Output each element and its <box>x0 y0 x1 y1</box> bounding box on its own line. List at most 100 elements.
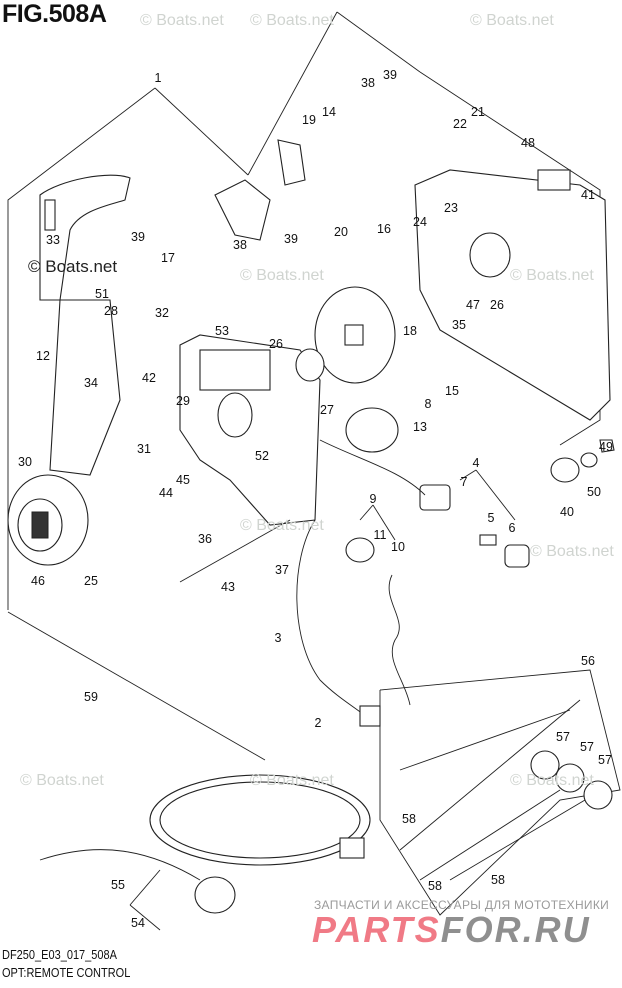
callout-5: 5 <box>488 511 495 525</box>
callout-29: 29 <box>176 394 190 408</box>
part-hub-cover <box>7 474 89 566</box>
callout-36: 36 <box>198 532 212 546</box>
callout-57: 57 <box>556 730 570 744</box>
callout-39: 39 <box>131 230 145 244</box>
callout-47: 47 <box>466 298 480 312</box>
callout-6: 6 <box>509 521 516 535</box>
callout-24: 24 <box>413 215 427 229</box>
part-cam-plate <box>295 286 396 384</box>
callout-12: 12 <box>36 349 50 363</box>
callout-10: 10 <box>391 540 405 554</box>
part-control-housing <box>179 334 321 526</box>
partsfor-logo[interactable]: PARTSFOR.RU <box>312 912 591 948</box>
callout-3: 3 <box>275 631 282 645</box>
callout-26: 26 <box>490 298 504 312</box>
callout-17: 17 <box>161 251 175 265</box>
callout-22: 22 <box>453 117 467 131</box>
callout-39: 39 <box>383 68 397 82</box>
part-bracket-top <box>214 139 306 241</box>
callout-38: 38 <box>233 238 247 252</box>
callout-28: 28 <box>104 304 118 318</box>
watermark: © Boats.net <box>250 772 334 789</box>
callout-33: 33 <box>46 233 60 247</box>
callout-31: 31 <box>137 442 151 456</box>
callout-57: 57 <box>598 753 612 767</box>
callout-41: 41 <box>581 188 595 202</box>
watermark: © Boats.net <box>510 267 594 284</box>
callout-53: 53 <box>215 324 229 338</box>
watermark: © Boats.net <box>250 12 334 29</box>
logo-part1: PARTS <box>312 909 441 950</box>
callout-44: 44 <box>159 486 173 500</box>
callout-58: 58 <box>491 873 505 887</box>
callout-23: 23 <box>444 201 458 215</box>
figure-code: DF250_E03_017_508A <box>2 948 117 962</box>
callout-54: 54 <box>131 916 145 930</box>
part-washers <box>550 439 615 483</box>
callout-15: 15 <box>445 384 459 398</box>
part-bolts <box>179 519 613 881</box>
callout-2: 2 <box>315 716 322 730</box>
callout-7: 7 <box>461 475 468 489</box>
watermark: © Boats.net <box>20 772 104 789</box>
watermark: © Boats.net <box>530 543 614 560</box>
footer-russian-text: ЗАПЧАСТИ И АКСЕССУАРЫ ДЛЯ МОТОТЕХНИКИ <box>314 898 610 912</box>
callout-19: 19 <box>302 113 316 127</box>
callout-45: 45 <box>176 473 190 487</box>
callout-26: 26 <box>269 337 283 351</box>
callout-57: 57 <box>580 740 594 754</box>
callout-25: 25 <box>84 574 98 588</box>
part-cable <box>7 611 266 761</box>
callout-30: 30 <box>18 455 32 469</box>
callout-46: 46 <box>31 574 45 588</box>
callout-38: 38 <box>361 76 375 90</box>
figure-title: FIG.508A <box>2 0 107 28</box>
part-lever-handle <box>39 174 131 476</box>
callout-21: 21 <box>471 105 485 119</box>
callout-58: 58 <box>428 879 442 893</box>
callout-37: 37 <box>275 563 289 577</box>
callout-11: 11 <box>374 528 387 542</box>
part-buzzer <box>345 407 399 453</box>
callout-39: 39 <box>284 232 298 246</box>
callout-34: 34 <box>84 376 98 390</box>
callout-13: 13 <box>413 420 427 434</box>
part-key-switch <box>319 439 530 568</box>
callout-14: 14 <box>322 105 336 119</box>
watermark: © Boats.net <box>240 517 324 534</box>
logo-part2: FOR.RU <box>440 909 591 950</box>
callout-32: 32 <box>155 306 169 320</box>
watermark: © Boats.net <box>240 267 324 284</box>
callout-18: 18 <box>403 324 417 338</box>
callout-9: 9 <box>370 492 377 506</box>
callout-49: 49 <box>599 440 613 454</box>
callout-52: 52 <box>255 449 269 463</box>
callout-16: 16 <box>377 222 391 236</box>
callout-40: 40 <box>560 505 574 519</box>
callout-56: 56 <box>581 654 595 668</box>
callout-48: 48 <box>521 136 535 150</box>
watermark: © Boats.net <box>140 12 224 29</box>
watermark: © Boats.net <box>470 12 554 29</box>
callout-8: 8 <box>425 397 432 411</box>
callout-58: 58 <box>402 812 416 826</box>
watermark: © Boats.net <box>510 772 594 789</box>
callout-50: 50 <box>587 485 601 499</box>
callout-43: 43 <box>221 580 235 594</box>
part-lanyard <box>345 537 411 706</box>
watermark-dark: © Boats.net <box>28 257 117 276</box>
part-harness <box>39 519 381 914</box>
callout-27: 27 <box>320 403 334 417</box>
callout-35: 35 <box>452 318 466 332</box>
callout-1: 1 <box>155 71 162 85</box>
part-side-plate <box>414 169 611 421</box>
figure-caption: OPT:REMOTE CONTROL <box>2 966 131 980</box>
callout-42: 42 <box>142 371 156 385</box>
callout-4: 4 <box>473 456 480 470</box>
callout-20: 20 <box>334 225 348 239</box>
callout-59: 59 <box>84 690 98 704</box>
callout-55: 55 <box>111 878 125 892</box>
watermarks: © Boats.net © Boats.net © Boats.net © Boats… <box>20 12 614 789</box>
